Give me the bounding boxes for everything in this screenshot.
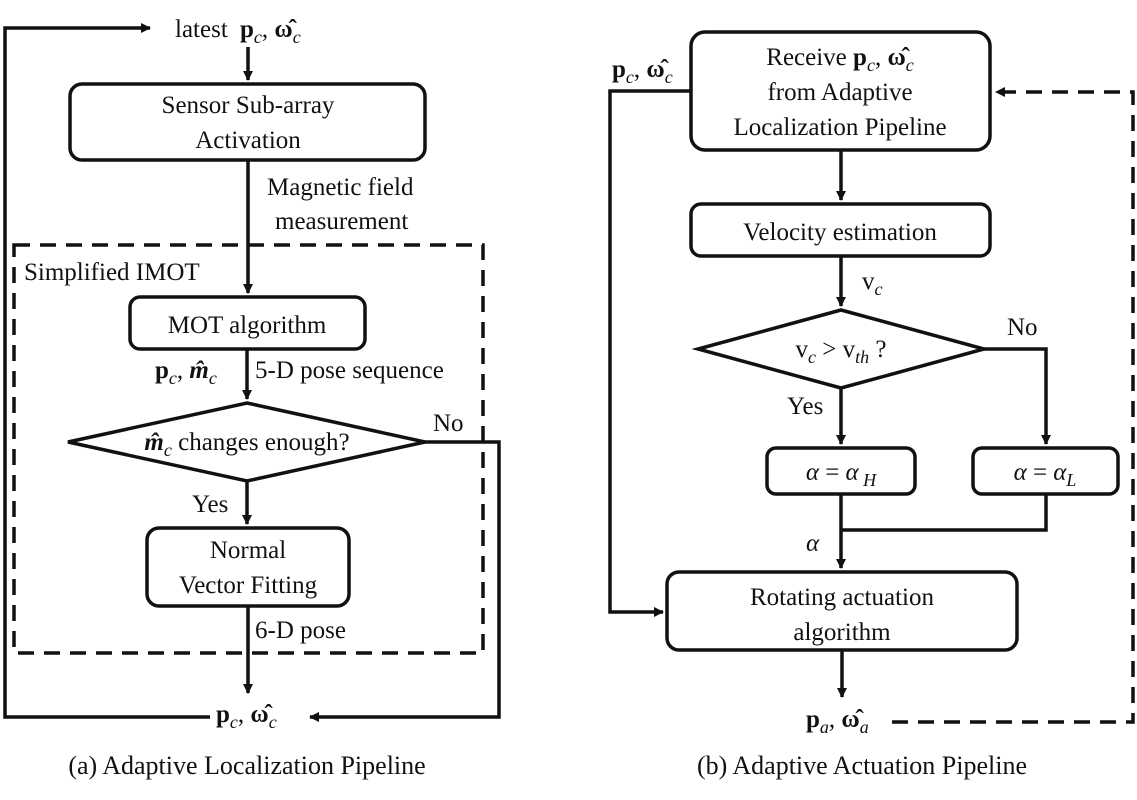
latest-pose-label: latest pc, ω̂c [175, 16, 301, 47]
normal-box-line2: Vector Fitting [179, 572, 318, 599]
magnetic-field-label-2: measurement [275, 208, 408, 235]
localization-pipeline: latest pc, ω̂c Sensor Sub-array Activati… [3, 16, 501, 780]
feedback-loop-line [3, 23, 210, 719]
caption-left: (a) Adaptive Localization Pipeline [68, 751, 425, 780]
simplified-imot-frame [12, 243, 485, 655]
pose-6d-label: 6-D pose [255, 617, 346, 644]
simplified-imot-label: Simplified IMOT [24, 259, 200, 286]
magnetic-field-label-1: Magnetic field [267, 174, 414, 201]
no-label-left: No [433, 410, 464, 437]
no-branch-line [309, 440, 501, 722]
rotating-box-line2: algorithm [793, 619, 891, 646]
alpha-low-merge [841, 494, 1048, 532]
sensor-box-line1: Sensor Sub-array [162, 92, 335, 119]
velocity-box-label: Velocity estimation [743, 219, 937, 246]
caption-right: (b) Adaptive Actuation Pipeline [697, 751, 1027, 780]
vc-label: vc [862, 268, 883, 299]
yes-label-right: Yes [787, 393, 823, 420]
receive-box-line3: Localization Pipeline [733, 114, 946, 141]
receive-box-line2: from Adaptive [767, 79, 912, 106]
output-pose-label-right: pa, ω̂a [806, 706, 869, 737]
mot-box-label: MOT algorithm [168, 312, 327, 339]
bypass-line [608, 89, 691, 617]
no-label-right: No [1007, 314, 1038, 341]
actuation-pipeline: Receive pc, ω̂c from Adaptive Localizati… [608, 30, 1135, 780]
pm-label: pc, m̂c [155, 357, 217, 388]
output-pose-label-left: pc, ω̂c [216, 701, 277, 732]
normal-box-line1: Normal [210, 537, 286, 564]
side-pose-label: pc, ω̂c [612, 56, 673, 87]
velocity-decision-text: vc > vth ? [796, 336, 887, 367]
no-branch-right [984, 347, 1051, 445]
sensor-box-line2: Activation [195, 127, 301, 154]
dashed-feedback-line [892, 87, 1135, 724]
receive-box-line1: Receive pc, ω̂c [766, 44, 913, 75]
pose-5d-label: 5-D pose sequence [255, 357, 444, 384]
decision-text: m̂c changes enough? [144, 429, 349, 460]
alpha-low-text: α = αL [1014, 459, 1077, 490]
alpha-high-text: α = α H [806, 459, 877, 490]
alpha-label: α [806, 530, 820, 557]
rotating-box-line1: Rotating actuation [750, 584, 934, 611]
yes-label-left: Yes [192, 491, 228, 518]
